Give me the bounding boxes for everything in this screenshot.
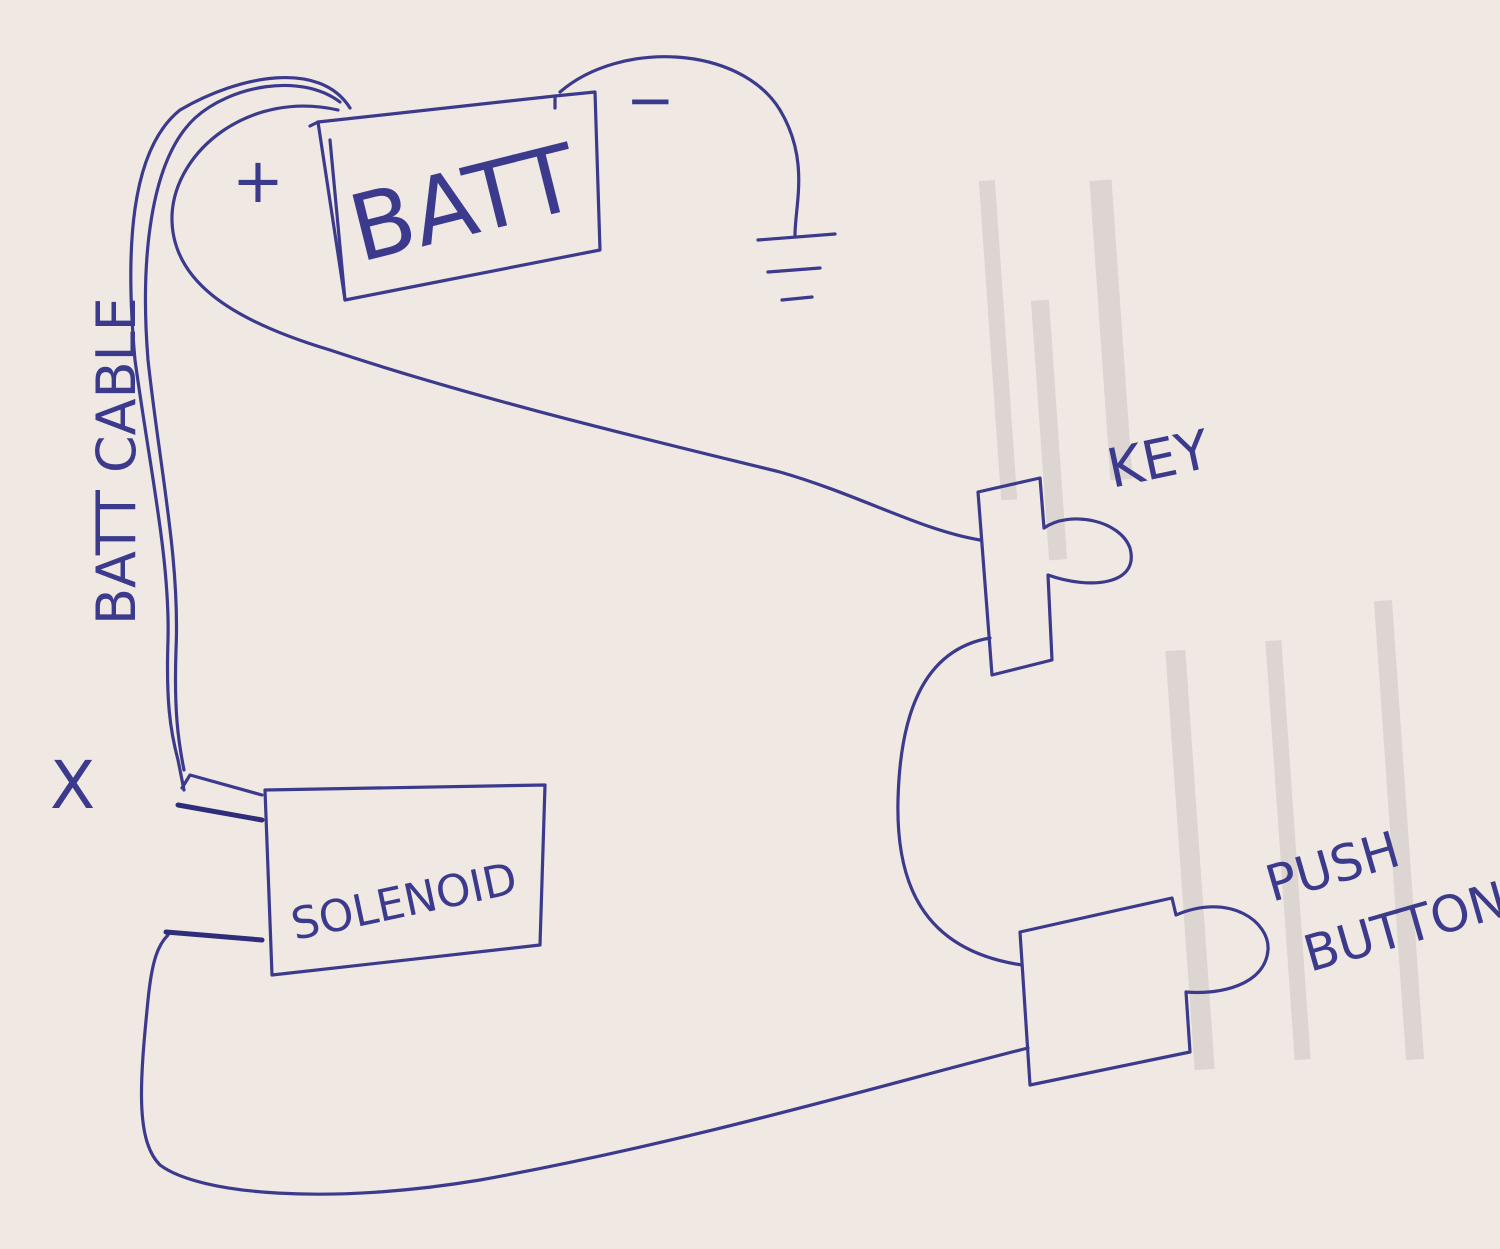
paper-bleed-through bbox=[978, 179, 1425, 1071]
key-to-push-button-wire bbox=[896, 636, 1024, 967]
solenoid-top-lead bbox=[175, 802, 265, 823]
solenoid-terminal-mark: X bbox=[50, 747, 95, 824]
ground-bar-2 bbox=[766, 266, 822, 274]
key-switch-body bbox=[976, 476, 1133, 677]
battery-cable: BATT CABLE bbox=[85, 75, 352, 792]
battery-cable-wire-a bbox=[129, 75, 352, 792]
ground-bar-3 bbox=[780, 295, 814, 302]
battery-inner-line bbox=[328, 138, 347, 302]
push-button: PUSH BUTTON bbox=[1018, 820, 1500, 1087]
solenoid: SOLENOID X bbox=[50, 747, 547, 977]
push-button-to-solenoid-wire bbox=[139, 933, 1030, 1196]
ground-bar-1 bbox=[756, 232, 837, 242]
solenoid-box bbox=[263, 783, 547, 977]
battery: BATT + − bbox=[232, 66, 675, 302]
ground-symbol bbox=[558, 55, 837, 302]
battery-cable-wire-b bbox=[143, 83, 342, 772]
battery-to-key-wire bbox=[170, 104, 982, 542]
battery-negative-sign: − bbox=[626, 66, 675, 134]
solenoid-bottom-lead bbox=[163, 929, 265, 943]
solenoid-top-lead-b bbox=[180, 773, 264, 797]
ground-wire bbox=[558, 55, 801, 237]
battery-positive-terminal bbox=[308, 120, 320, 128]
push-button-body bbox=[1018, 896, 1270, 1087]
battery-box bbox=[316, 90, 602, 302]
solenoid-label: SOLENOID bbox=[287, 853, 522, 951]
battery-positive-sign: + bbox=[232, 144, 284, 217]
battery-cable-label: BATT CABLE bbox=[85, 297, 148, 625]
